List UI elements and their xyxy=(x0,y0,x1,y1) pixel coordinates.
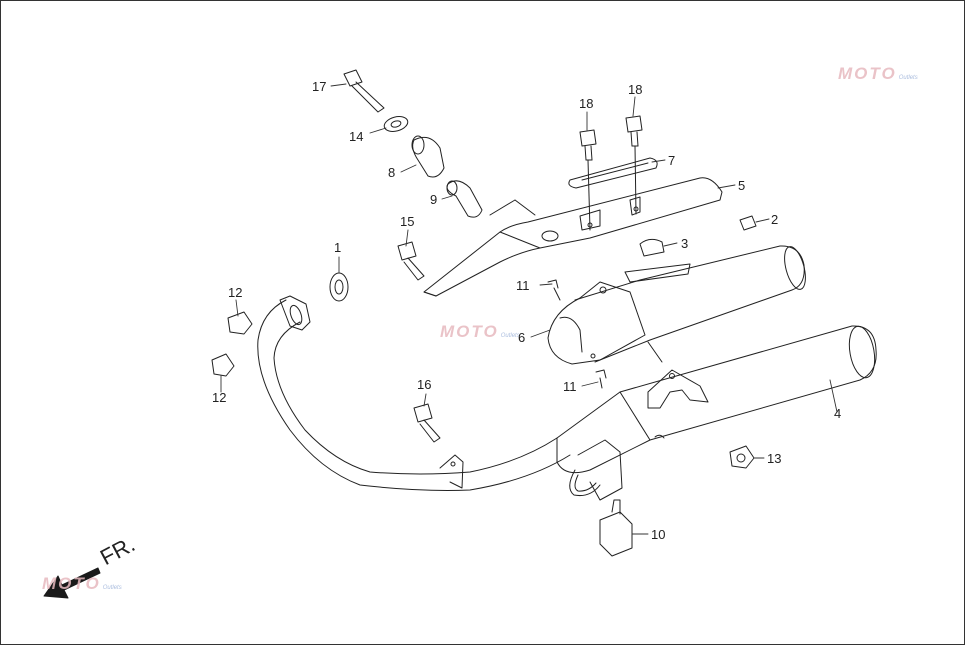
mount-hardware xyxy=(343,69,483,218)
callout-12-upper: 12 xyxy=(228,285,243,300)
callout-13: 13 xyxy=(767,451,782,466)
muffler-cover-5 xyxy=(423,177,723,297)
leader-lines xyxy=(220,83,838,535)
callout-9: 9 xyxy=(430,192,438,207)
callout-18-left: 18 xyxy=(579,96,594,111)
callout-8: 8 xyxy=(388,165,396,180)
clamp-band-7 xyxy=(568,157,658,189)
callout-14: 14 xyxy=(349,129,364,144)
bolts-18 xyxy=(579,115,643,231)
muffler-upper xyxy=(574,245,806,363)
callout-11-upper: 11 xyxy=(516,278,530,293)
callout-15: 15 xyxy=(400,214,415,229)
callout-11-lower: 11 xyxy=(563,379,577,394)
callout-18-right: 18 xyxy=(628,82,643,97)
callout-7: 7 xyxy=(668,153,676,168)
callout-16: 16 xyxy=(417,377,432,392)
callout-1: 1 xyxy=(334,240,342,255)
callout-6: 6 xyxy=(518,330,526,345)
callout-4: 4 xyxy=(834,406,842,421)
callout-12-lower: 12 xyxy=(212,390,227,405)
callout-2: 2 xyxy=(771,212,779,227)
heat-shield-6 xyxy=(547,281,646,365)
exhaust-pipe xyxy=(257,295,571,491)
small-parts xyxy=(211,215,757,557)
muffler-lower xyxy=(556,325,877,501)
misc-fasteners xyxy=(329,241,441,443)
callout-10: 10 xyxy=(651,527,666,542)
callout-5: 5 xyxy=(738,178,746,193)
callout-17: 17 xyxy=(312,79,327,94)
callout-3: 3 xyxy=(681,236,689,251)
front-direction-arrow xyxy=(43,567,101,599)
